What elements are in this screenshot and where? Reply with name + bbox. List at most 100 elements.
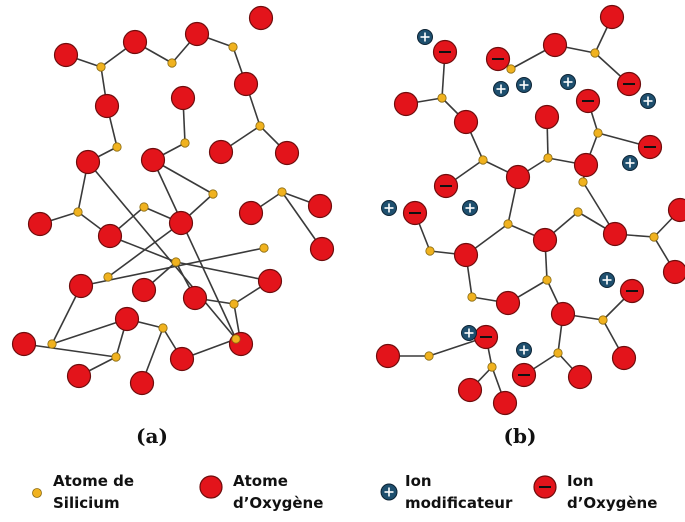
b-oxygen-atom	[662, 259, 685, 285]
oxygen-legend-icon	[199, 475, 223, 499]
a-oxygen-atom	[114, 306, 140, 332]
legend-silicon-line1: Atome de	[53, 472, 134, 490]
caption-b: (b)	[504, 424, 537, 448]
a-oxygen-atom	[97, 223, 123, 249]
b-oxygen-atom	[457, 377, 483, 403]
a-silicon-atom	[180, 138, 190, 148]
b-oxygen-atom	[393, 91, 419, 117]
b-oxygen-atom	[567, 364, 593, 390]
a-silicon-atom	[112, 142, 122, 152]
b-silicon-atom	[437, 93, 447, 103]
a-silicon-atom	[228, 42, 238, 52]
legend-oxygen-ion-line1: Ion	[567, 472, 594, 490]
b-modifier-ion	[599, 272, 615, 288]
b-silicon-atom	[590, 48, 600, 58]
b-silicon-atom	[424, 351, 434, 361]
a-silicon-atom	[171, 257, 181, 267]
legend-modifier-ion-line2: modificateur	[405, 494, 513, 512]
a-oxygen-atom	[53, 42, 79, 68]
a-silicon-atom	[47, 339, 57, 349]
a-oxygen-atom	[238, 200, 264, 226]
legend-oxygen-ion-line2: d’Oxygène	[567, 494, 657, 512]
b-oxygen-atom	[542, 32, 568, 58]
modifier-ion-legend-icon	[380, 483, 398, 501]
legend-modifier-ion-line1: Ion	[405, 472, 432, 490]
a-oxygen-atom	[182, 285, 208, 311]
a-silicon-atom	[231, 334, 241, 344]
b-oxygen-atom	[573, 152, 599, 178]
b-oxygen-atom	[611, 345, 637, 371]
b-silicon-atom	[503, 219, 513, 229]
a-oxygen-atom	[257, 268, 283, 294]
a-oxygen-atom	[168, 210, 194, 236]
a-oxygen-atom	[169, 346, 195, 372]
b-silicon-atom	[506, 64, 516, 74]
b-oxygen-atom	[453, 242, 479, 268]
b-modifier-ion	[417, 29, 433, 45]
a-oxygen-atom	[309, 236, 335, 262]
b-silicon-atom	[425, 246, 435, 256]
a-silicon-atom	[111, 352, 121, 362]
a-silicon-atom	[103, 272, 113, 282]
atoms-a	[11, 5, 335, 396]
b-silicon-atom	[553, 348, 563, 358]
a-oxygen-atom	[274, 140, 300, 166]
caption-a: (a)	[136, 424, 168, 448]
a-si-o-bond	[87, 161, 237, 340]
b-silicon-atom	[598, 315, 608, 325]
oxygen-ion-legend-icon	[533, 475, 557, 499]
bonds-a	[23, 33, 323, 384]
b-modifier-ion	[560, 74, 576, 90]
b-silicon-atom	[543, 153, 553, 163]
b-oxygen-atom	[492, 390, 518, 416]
a-oxygen-atom	[131, 277, 157, 303]
b-modifier-ion	[516, 342, 532, 358]
b-oxygen-atom	[495, 290, 521, 316]
b-silicon-atom	[542, 275, 552, 285]
legend-oxygen-line1: Atome	[233, 472, 288, 490]
b-silicon-atom	[467, 292, 477, 302]
a-oxygen-atom	[75, 149, 101, 175]
b-oxygen-atom	[599, 4, 625, 30]
b-modifier-ion	[493, 81, 509, 97]
legend-silicon-line2: Silicium	[53, 494, 120, 512]
b-modifier-ion	[640, 93, 656, 109]
b-silicon-atom	[487, 362, 497, 372]
a-oxygen-atom	[248, 5, 274, 31]
a-silicon-atom	[229, 299, 239, 309]
silicon-legend-icon	[32, 488, 42, 498]
a-silicon-atom	[73, 207, 83, 217]
b-silicon-atom	[649, 232, 659, 242]
a-oxygen-atom	[307, 193, 333, 219]
b-modifier-ion	[622, 155, 638, 171]
b-oxygen-atom	[667, 197, 685, 223]
b-silicon-atom	[578, 177, 588, 187]
a-oxygen-atom	[208, 139, 234, 165]
b-oxygen-atom	[453, 109, 479, 135]
b-modifier-ion	[381, 200, 397, 216]
b-oxygen-atom	[550, 301, 576, 327]
a-silicon-atom	[139, 202, 149, 212]
a-oxygen-atom	[140, 147, 166, 173]
a-silicon-atom	[167, 58, 177, 68]
legend-oxygen-line2: d’Oxygène	[233, 494, 323, 512]
b-oxygen-atom	[375, 343, 401, 369]
a-silicon-atom	[208, 189, 218, 199]
legend: Atome de Silicium Atome d’Oxygène Ion mo…	[32, 472, 657, 512]
a-oxygen-atom	[94, 93, 120, 119]
b-oxygen-atom	[602, 221, 628, 247]
b-modifier-ion	[462, 200, 478, 216]
panel-b-network	[375, 4, 685, 416]
a-oxygen-atom	[11, 331, 37, 357]
a-silicon-atom	[96, 62, 106, 72]
panel-a-network	[11, 5, 335, 396]
a-oxygen-atom	[170, 85, 196, 111]
a-silicon-atom	[255, 121, 265, 131]
a-oxygen-atom	[129, 370, 155, 396]
b-silicon-atom	[478, 155, 488, 165]
a-si-o-bond	[152, 159, 237, 340]
a-si-o-bond	[23, 343, 117, 358]
a-oxygen-atom	[68, 273, 94, 299]
a-oxygen-atom	[184, 21, 210, 47]
